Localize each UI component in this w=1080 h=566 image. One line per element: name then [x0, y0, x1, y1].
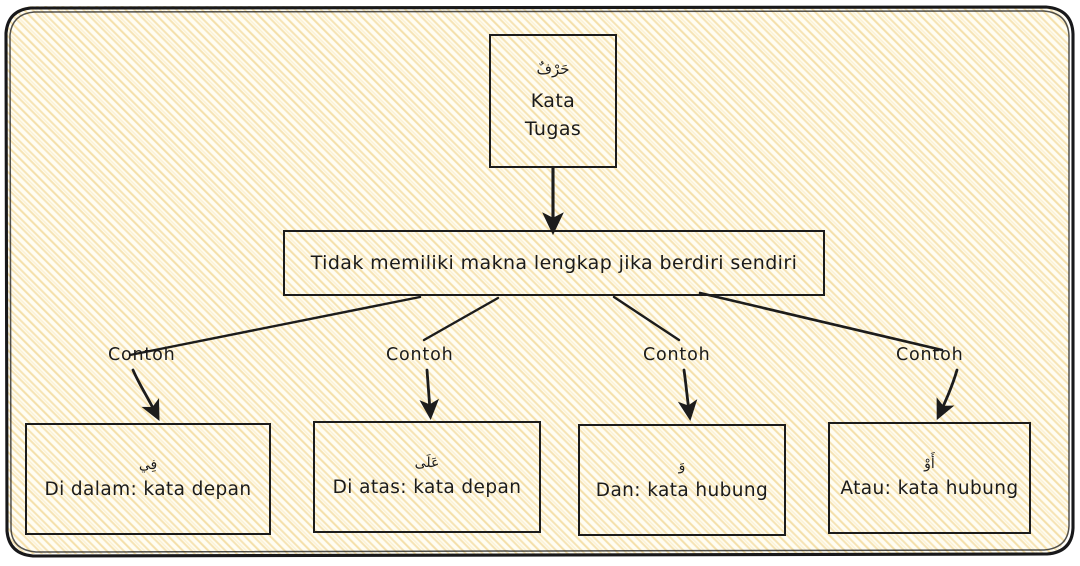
node-example-3-label: Dan: kata hubung: [595, 479, 769, 501]
node-example-4-arabic: أَوْ: [924, 456, 935, 473]
node-root-label-line1: Kata: [530, 89, 576, 112]
node-statement: Tidak memiliki makna lengkap jika berdir…: [283, 230, 825, 296]
node-example-3: وَ Dan: kata hubung: [578, 424, 786, 536]
node-example-2: عَلَى Di atas: kata depan: [313, 421, 541, 533]
node-example-1-label: Di dalam: kata depan: [44, 478, 252, 500]
node-statement-label: Tidak memiliki makna lengkap jika berdir…: [310, 252, 798, 274]
edge-label-contoh-2: Contoh: [386, 345, 454, 365]
node-example-2-label: Di atas: kata depan: [332, 476, 522, 498]
node-example-1: فِي Di dalam: kata depan: [25, 423, 271, 535]
node-example-4-label: Atau: kata hubung: [840, 477, 1019, 499]
node-root-label-line2: Tugas: [524, 118, 582, 141]
node-root-arabic: حَرْفٌ: [536, 60, 570, 79]
node-example-2-arabic: عَلَى: [414, 455, 440, 472]
node-example-3-arabic: وَ: [678, 458, 686, 475]
node-example-4: أَوْ Atau: kata hubung: [828, 422, 1031, 534]
edge-label-contoh-4: Contoh: [896, 345, 964, 365]
node-root: حَرْفٌ Kata Tugas: [489, 34, 617, 168]
edge-label-contoh-1: Contoh: [108, 345, 176, 365]
edge-label-contoh-3: Contoh: [643, 345, 711, 365]
node-example-1-arabic: فِي: [138, 457, 158, 474]
